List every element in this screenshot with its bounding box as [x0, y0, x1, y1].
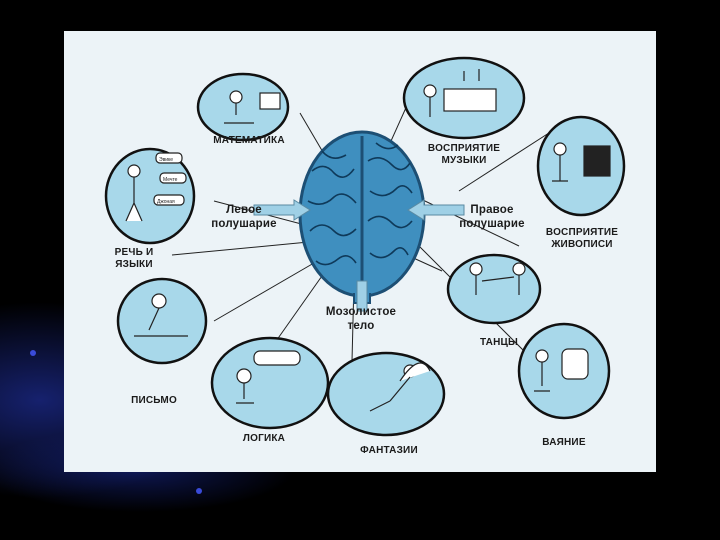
writing-bubble [118, 279, 206, 363]
label-music-line2: МУЗЫКИ [419, 155, 509, 167]
thought-bubble [254, 351, 300, 365]
label-speech: РЕЧЬ И ЯЗЫКИ [104, 247, 164, 271]
speech-text-3: Джоная [157, 199, 175, 205]
decor-dot [30, 350, 36, 356]
computer-icon [260, 93, 280, 109]
connector-line [214, 256, 326, 321]
label-pismo: ПИСЬМО [124, 395, 184, 407]
label-logika: ЛОГИКА [234, 433, 294, 445]
connector-line [172, 241, 319, 255]
label-left-line2: полушарие [204, 217, 284, 231]
painting-bubble [538, 117, 624, 215]
painting-icon [584, 146, 610, 176]
label-speech-line2: ЯЗЫКИ [104, 259, 164, 271]
label-left-hemisphere: Левое полушарие [204, 203, 284, 231]
label-corpus-line2: тело [311, 319, 411, 333]
diagram-panel: Эвике Мечте Джоная МАТЕМАТИКА ВОСПРИЯТИЕ… [64, 31, 656, 472]
label-right-line2: полушарие [447, 217, 537, 231]
label-matematika: МАТЕМАТИКА [204, 135, 294, 147]
label-left-line1: Левое [204, 203, 284, 217]
label-corpus-line1: Мозолистое [311, 305, 411, 319]
brain-illustration [300, 132, 424, 303]
speech-text-1: Эвике [159, 157, 173, 163]
label-painting-line2: ЖИВОПИСИ [537, 239, 627, 251]
label-painting: ВОСПРИЯТИЕ ЖИВОПИСИ [537, 227, 627, 251]
decor-dot [196, 488, 202, 494]
label-vayanie: ВАЯНИЕ [534, 437, 594, 449]
label-corpus-callosum: Мозолистое тело [311, 305, 411, 333]
statue-icon [562, 349, 588, 379]
label-right-line1: Правое [447, 203, 537, 217]
label-right-hemisphere: Правое полушарие [447, 203, 537, 231]
label-music-line1: ВОСПРИЯТИЕ [419, 143, 509, 155]
label-music: ВОСПРИЯТИЕ МУЗЫКИ [419, 143, 509, 167]
piano-icon [444, 89, 496, 111]
speech-text-2: Мечте [163, 177, 178, 183]
dance-bubble [448, 255, 540, 323]
label-tantsy: ТАНЦЫ [469, 337, 529, 349]
label-painting-line1: ВОСПРИЯТИЕ [537, 227, 627, 239]
label-speech-line1: РЕЧЬ И [104, 247, 164, 259]
label-fantazii: ФАНТАЗИИ [354, 445, 424, 457]
